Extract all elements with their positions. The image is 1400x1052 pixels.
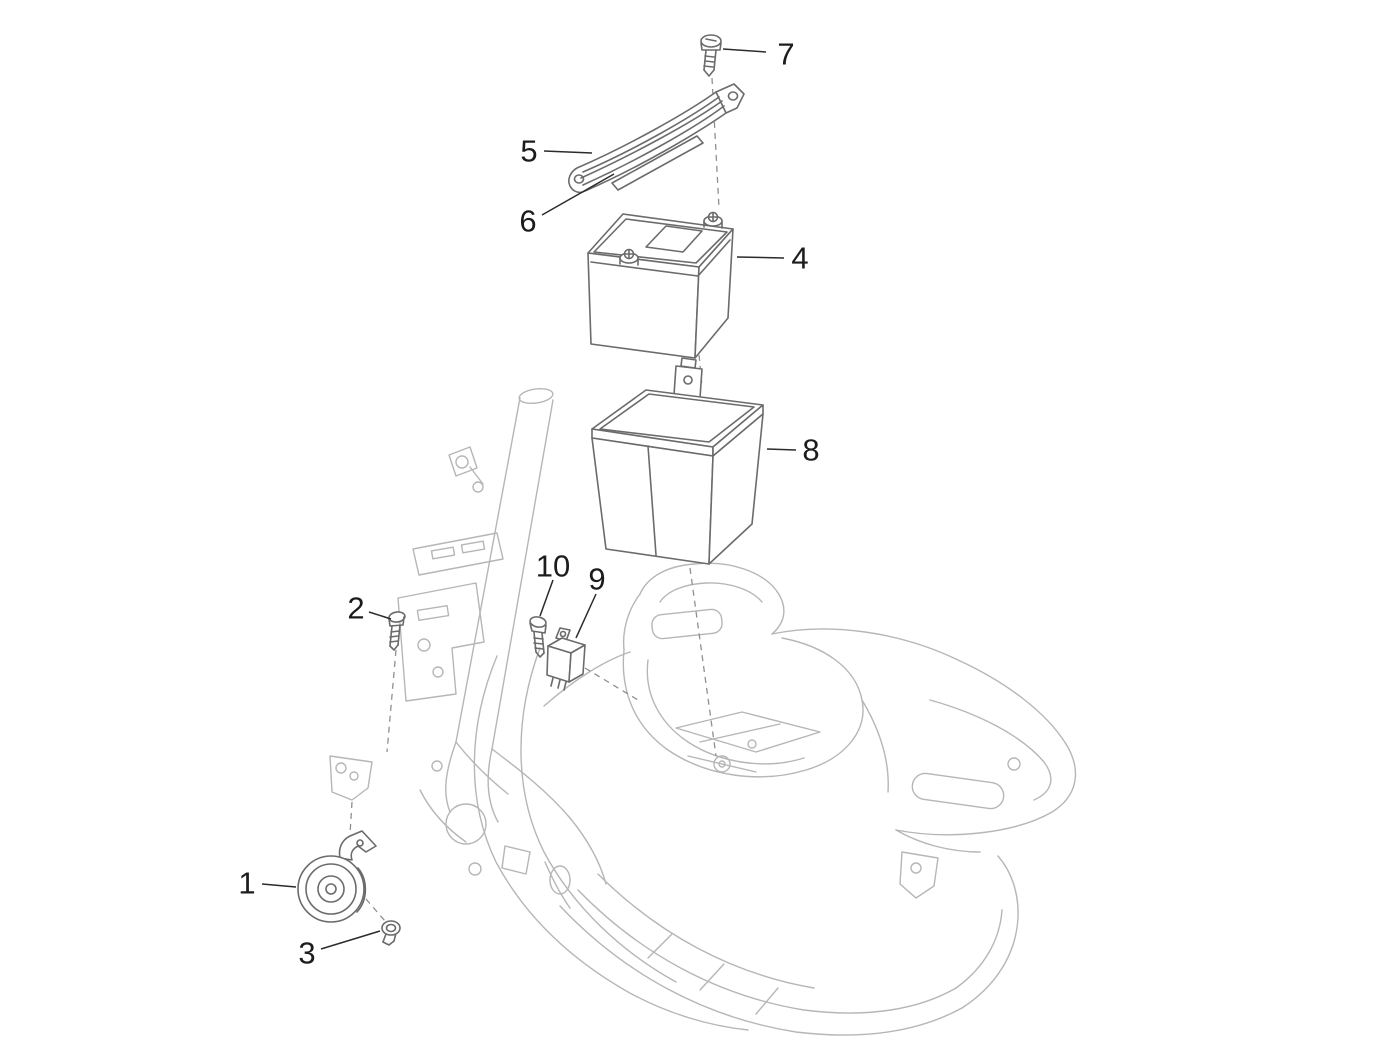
callout-label-10: 10 (536, 549, 570, 584)
callout-label-9: 9 (588, 562, 605, 597)
leader-line-4 (736, 256, 785, 259)
screw-2 (388, 611, 406, 651)
horn (297, 830, 377, 923)
leader-line-9 (575, 593, 597, 639)
callout-label-2: 2 (347, 591, 364, 626)
callout-label-1: 1 (238, 866, 255, 901)
leader-lines (261, 48, 797, 950)
leader-line-3 (320, 930, 381, 950)
callout-label-5: 5 (520, 134, 537, 169)
spacer-pad (611, 135, 704, 191)
battery (587, 211, 734, 359)
callout-label-3: 3 (298, 936, 315, 971)
scooter-frame (329, 387, 1077, 1036)
leader-line-10 (539, 579, 554, 617)
callout-label-7: 7 (777, 37, 794, 72)
leader-line-7 (722, 48, 767, 53)
callout-labels: 1 2 3 4 5 6 7 8 9 10 (238, 37, 819, 971)
leader-line-1 (261, 883, 297, 888)
screw-7 (700, 34, 722, 77)
battery-strap (568, 83, 745, 194)
battery-box (591, 357, 764, 565)
screw-10 (529, 616, 547, 658)
leader-line-6 (541, 173, 615, 216)
callout-label-4: 4 (791, 241, 808, 276)
leader-line-8 (766, 448, 797, 451)
relay (546, 627, 586, 691)
leader-line-2 (368, 611, 392, 620)
leader-line-5 (543, 150, 593, 154)
callout-label-6: 6 (519, 204, 536, 239)
screw-3 (381, 920, 401, 946)
callout-label-8: 8 (802, 433, 819, 468)
